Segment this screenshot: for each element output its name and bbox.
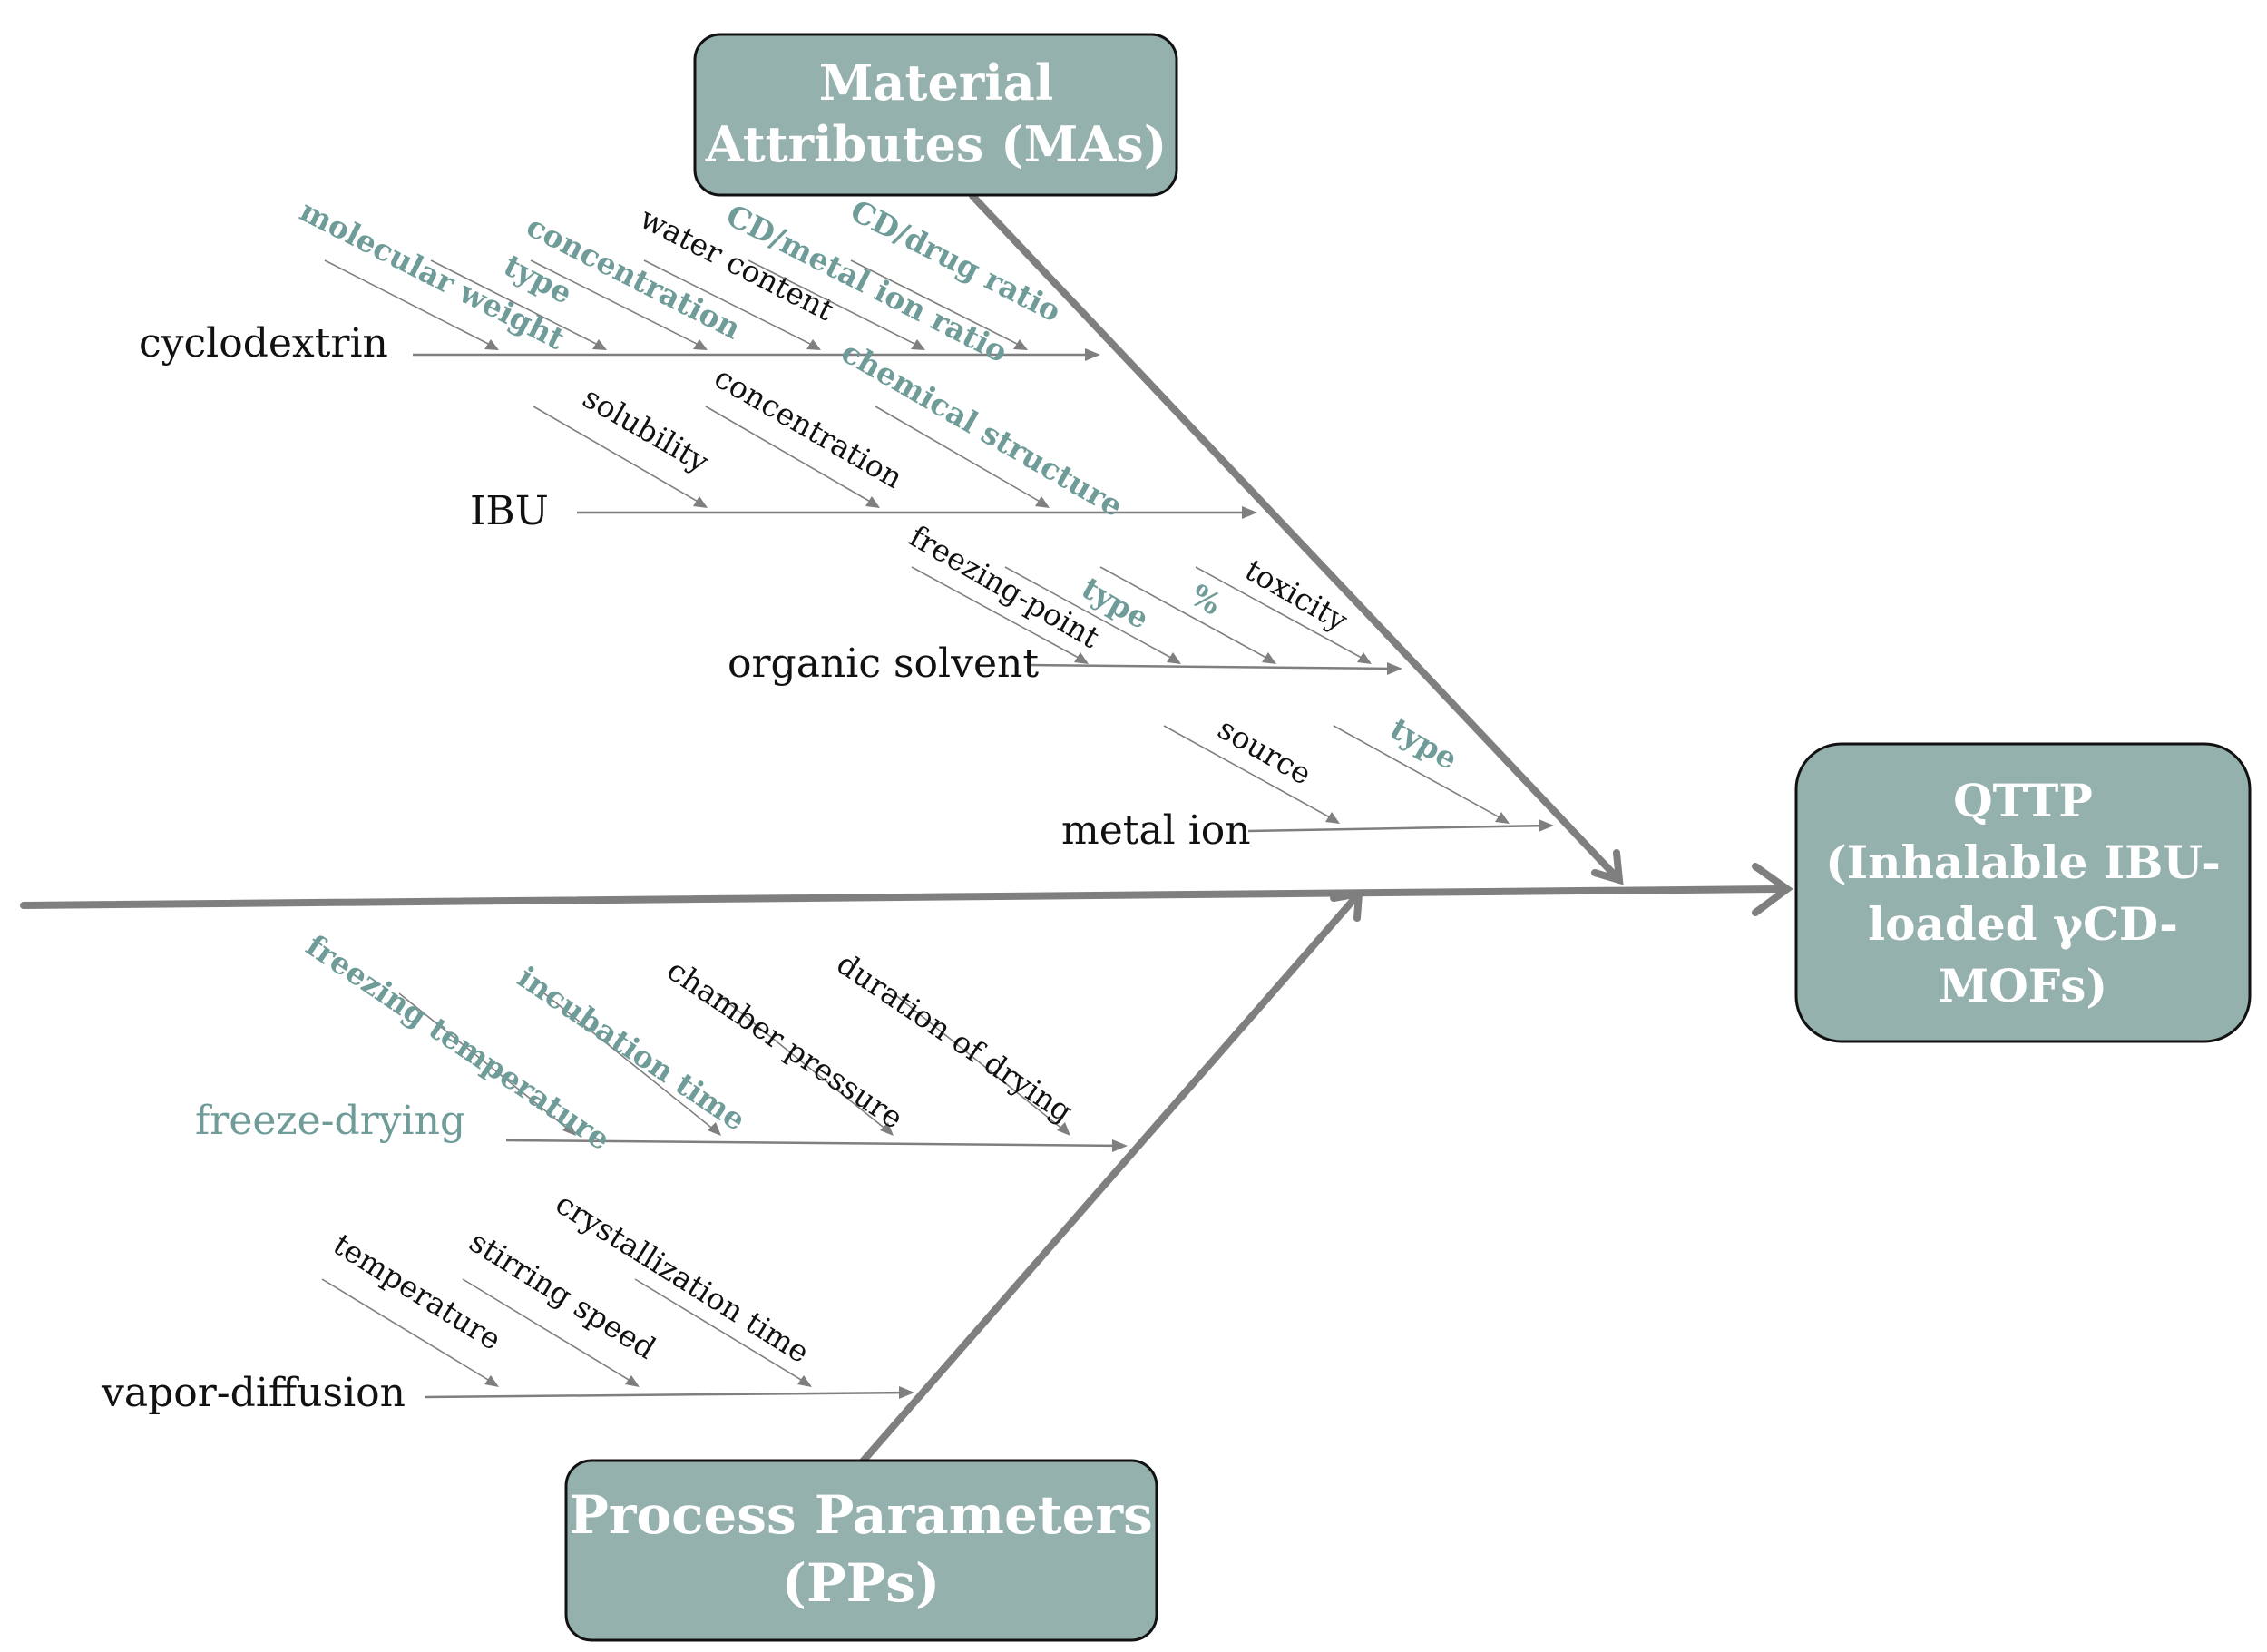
category-organic-solvent: organic solvent <box>728 640 1039 687</box>
factor-percent: % <box>1185 577 1227 621</box>
rib-cyclodextrin: cyclodextrin molecular weight type conce… <box>139 192 1100 369</box>
qttp-title-line4: MOFs) <box>1939 959 2107 1012</box>
process-parameters-title-line1: Process Parameters <box>569 1484 1153 1546</box>
factor-crystallization-time: crystallization time <box>550 1186 816 1370</box>
factor-source: source <box>1212 710 1317 792</box>
qttp-box: QTTP (Inhalable IBU- loaded γCD- MOFs) <box>1794 742 2252 1043</box>
factor-freezing-point: freezing-point <box>904 518 1106 655</box>
material-attributes-title-line2: Attributes (MAs) <box>705 115 1168 173</box>
materials-branch-arrowhead <box>1591 849 1624 885</box>
material-attributes-title-line1: Material <box>819 54 1054 112</box>
main-spine-arrowhead <box>1752 863 1793 916</box>
rib-ibu: IBU solubility concentration chemical st… <box>470 334 1257 534</box>
main-spine <box>20 885 1782 909</box>
factor-metal-type: type <box>1384 710 1463 777</box>
category-ibu: IBU <box>470 488 549 534</box>
process-parameters-title-line2: (PPs) <box>782 1552 941 1614</box>
rib-vapor-diffusion: vapor-diffusion temperature stirring spe… <box>101 1186 914 1416</box>
process-parameters-box: Process Parameters (PPs) <box>564 1459 1158 1642</box>
qttp-title-line1: QTTP <box>1953 774 2093 827</box>
category-vapor-diffusion: vapor-diffusion <box>101 1370 406 1416</box>
process-branch <box>858 890 1363 1466</box>
factor-solubility: solubility <box>577 379 716 480</box>
factor-toxicity: toxicity <box>1239 552 1354 639</box>
material-attributes-box: Material Attributes (MAs) <box>693 33 1178 197</box>
qttp-title-line2: (Inhalable IBU- <box>1825 836 2221 889</box>
qttp-title-line3: loaded γCD- <box>1868 897 2178 951</box>
materials-branch <box>969 192 1623 884</box>
category-cyclodextrin: cyclodextrin <box>139 320 388 367</box>
factor-chemical-structure: chemical structure <box>835 334 1129 523</box>
process-branch-arrowhead <box>1330 889 1363 922</box>
category-metal-ion: metal ion <box>1061 807 1251 854</box>
rib-freeze-drying: freeze-drying freezing temperature incub… <box>195 927 1128 1158</box>
category-freeze-drying: freeze-drying <box>195 1098 465 1144</box>
